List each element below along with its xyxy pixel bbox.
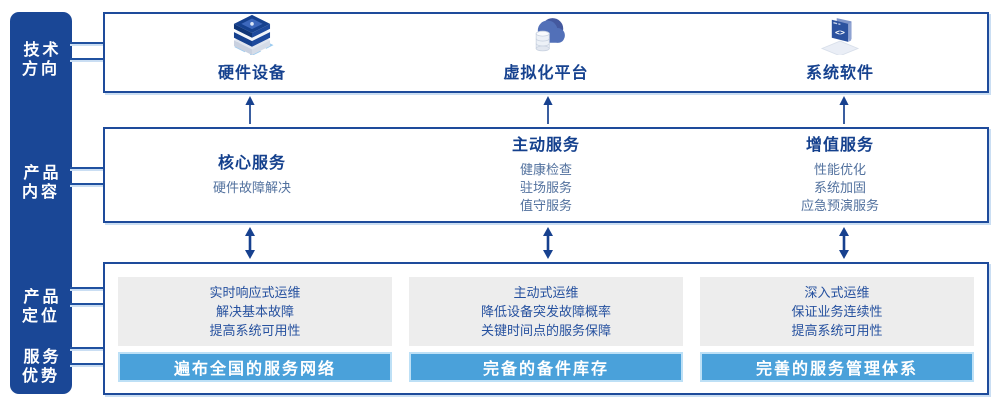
connector-line bbox=[70, 363, 104, 365]
connector-line bbox=[70, 287, 104, 289]
svc-item: 应急预演服务 bbox=[800, 198, 879, 213]
description-line: 保证业务连续性 bbox=[791, 304, 883, 320]
svg-text:<>: <> bbox=[835, 27, 845, 37]
up-arrow-icon bbox=[543, 96, 553, 124]
sidebar-label-service-advantage: 服务 优势 bbox=[21, 349, 62, 385]
svc-title-core: 核心服务 bbox=[217, 155, 286, 172]
description-panel: 深入式运维 保证业务连续性 提高系统可用性 bbox=[700, 277, 974, 347]
tech-col-virtualization: 虚拟化平台 bbox=[399, 14, 693, 91]
double-arrow-icon bbox=[543, 227, 553, 259]
connector-line bbox=[70, 183, 104, 185]
tech-label-virtualization: 虚拟化平台 bbox=[503, 65, 589, 82]
up-arrow-icon bbox=[839, 96, 849, 124]
advantage-banner: 完备的备件库存 bbox=[409, 352, 683, 382]
advantage-banner: 完善的服务管理体系 bbox=[700, 352, 974, 382]
svc-col-core: 核心服务 硬件故障解决 bbox=[105, 129, 399, 221]
tech-col-hardware: 硬件设备 bbox=[105, 14, 399, 91]
product-position-box: 实时响应式运维 解决基本故障 提高系统可用性 遍布全国的服务网络 主动式运维 降… bbox=[103, 262, 989, 395]
double-arrow-icon bbox=[839, 227, 849, 259]
tech-label-hardware: 硬件设备 bbox=[217, 65, 286, 82]
description-line: 实时响应式运维 bbox=[209, 285, 301, 301]
description-line: 解决基本故障 bbox=[215, 304, 294, 320]
svc-col-proactive: 主动服务 健康检查 驻场服务 值守服务 bbox=[399, 129, 693, 221]
description-line: 主动式运维 bbox=[513, 285, 579, 301]
svc-title-proactive: 主动服务 bbox=[511, 137, 580, 154]
sidebar-label-product-position: 产品 定位 bbox=[21, 289, 62, 325]
svc-col-value-added: 增值服务 性能优化 系统加固 应急预演服务 bbox=[693, 129, 987, 221]
tech-direction-box: 硬件设备 虚拟化平台 bbox=[103, 12, 989, 93]
description-line: 提高系统可用性 bbox=[791, 323, 883, 339]
pos-col-realtime: 实时响应式运维 解决基本故障 提高系统可用性 遍布全国的服务网络 bbox=[118, 277, 392, 382]
connector-line bbox=[70, 347, 104, 349]
svc-item: 驻场服务 bbox=[519, 180, 572, 195]
description-line: 降低设备突发故障概率 bbox=[480, 304, 611, 320]
description-line: 提高系统可用性 bbox=[209, 323, 301, 339]
description-line: 关键时间点的服务保障 bbox=[480, 323, 611, 339]
svc-item: 值守服务 bbox=[519, 198, 572, 213]
sidebar-label-tech-direction: 技术 方向 bbox=[21, 42, 62, 78]
product-content-box: 核心服务 硬件故障解决 主动服务 健康检查 驻场服务 值守服务 增值服务 性能优… bbox=[103, 127, 989, 223]
svc-item: 硬件故障解决 bbox=[212, 180, 291, 195]
sidebar: 技术 方向 产品 内容 产品 定位 服务 优势 bbox=[10, 12, 72, 394]
svc-item: 健康检查 bbox=[519, 162, 572, 177]
double-arrow-icon bbox=[245, 227, 255, 259]
connector-line bbox=[70, 167, 104, 169]
hardware-stack-icon bbox=[230, 14, 274, 55]
connector-line bbox=[70, 42, 104, 44]
sidebar-label-product-content: 产品 内容 bbox=[21, 165, 62, 201]
cloud-database-icon bbox=[535, 18, 565, 52]
svc-item: 系统加固 bbox=[813, 180, 866, 195]
tech-label-software: 系统软件 bbox=[805, 65, 874, 82]
description-panel: 主动式运维 降低设备突发故障概率 关键时间点的服务保障 bbox=[409, 277, 683, 347]
description-panel: 实时响应式运维 解决基本故障 提高系统可用性 bbox=[118, 277, 392, 347]
connector-line bbox=[70, 58, 104, 60]
up-arrow-icon bbox=[245, 96, 255, 124]
tech-col-software: <> 系统软件 bbox=[693, 14, 987, 91]
pos-col-indepth: 深入式运维 保证业务连续性 提高系统可用性 完善的服务管理体系 bbox=[700, 277, 974, 382]
svc-item: 性能优化 bbox=[813, 162, 866, 177]
svc-title-value-added: 增值服务 bbox=[805, 137, 874, 154]
code-window-icon: <> bbox=[820, 18, 860, 55]
pos-col-proactive: 主动式运维 降低设备突发故障概率 关键时间点的服务保障 完备的备件库存 bbox=[409, 277, 683, 382]
connector-line bbox=[70, 303, 104, 305]
advantage-banner: 遍布全国的服务网络 bbox=[118, 352, 392, 382]
description-line: 深入式运维 bbox=[804, 285, 870, 301]
